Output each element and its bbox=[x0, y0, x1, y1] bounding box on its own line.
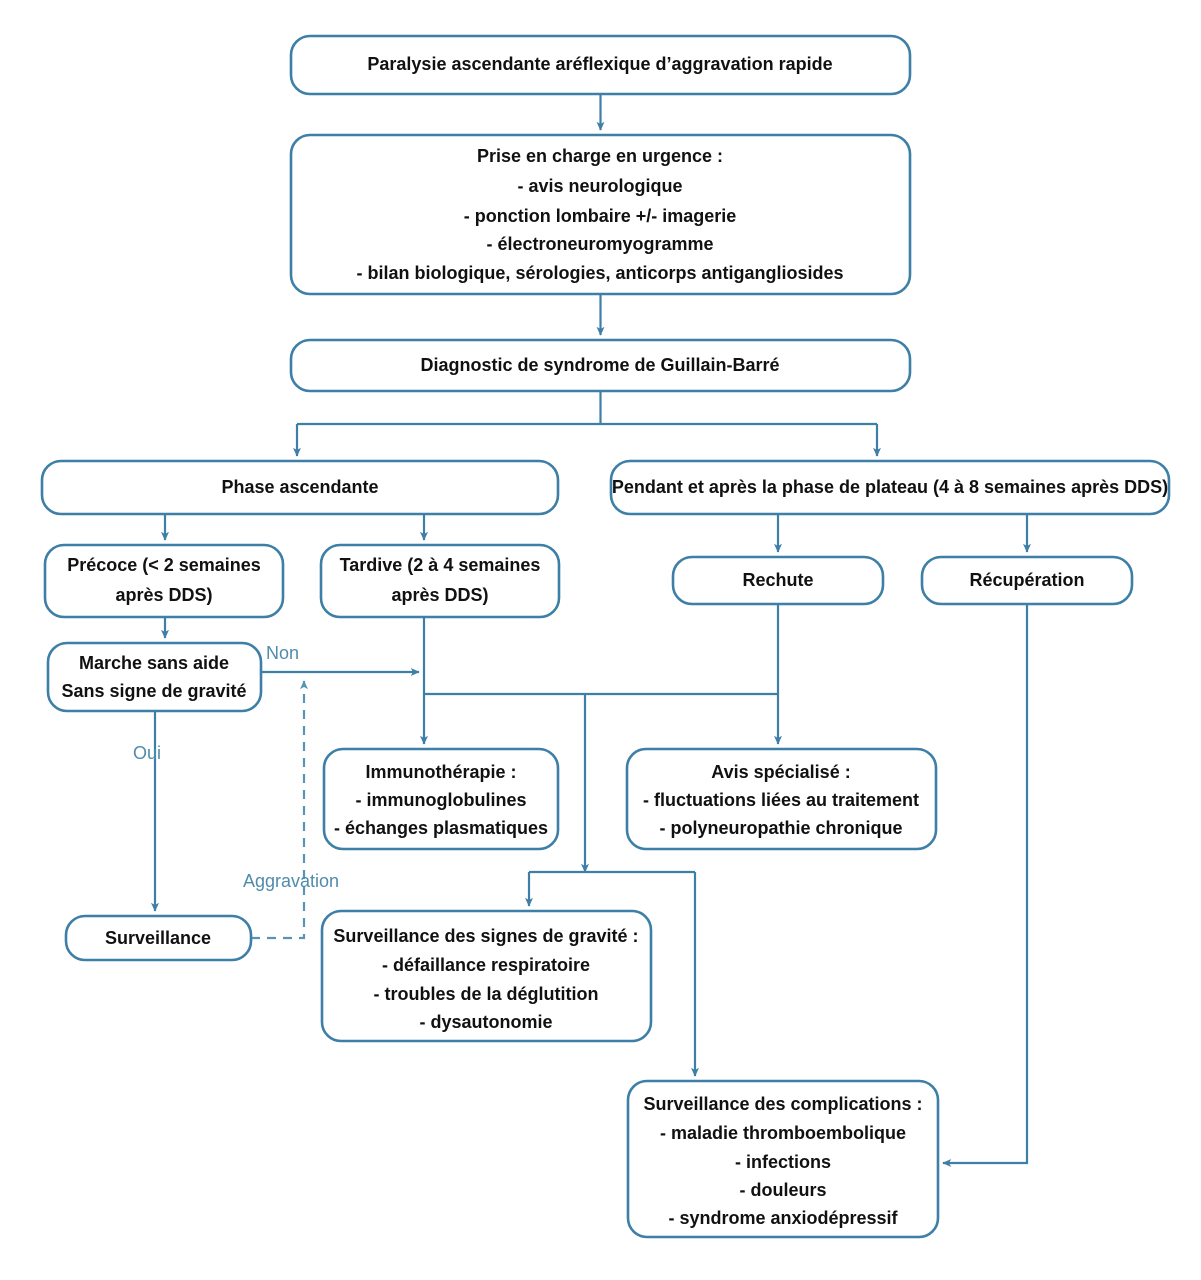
node-surveillance-gravite-box bbox=[320, 909, 653, 1043]
node-prise-en-charge-label: - bilan biologique, sérologies, anticorp… bbox=[356, 263, 843, 283]
node-surveillance-box bbox=[64, 914, 253, 962]
node-prise-en-charge-label: - avis neurologique bbox=[517, 176, 682, 196]
node-precoce-label: après DDS) bbox=[115, 585, 212, 605]
node-recuperation-box bbox=[920, 555, 1134, 606]
node-immunotherapie-label: - immunoglobulines bbox=[356, 790, 527, 810]
node-surveillance-complications-label: - infections bbox=[735, 1152, 831, 1172]
node-avis-specialise-label: Avis spécialisé : bbox=[711, 762, 850, 782]
edge-label-oui: Oui bbox=[133, 743, 161, 763]
node-surveillance-complications-label: - maladie thromboembolique bbox=[660, 1123, 906, 1143]
node-prise-en-charge-label: - ponction lombaire +/- imagerie bbox=[464, 206, 737, 226]
node-prise-en-charge-label: Prise en charge en urgence : bbox=[477, 146, 723, 166]
node-precoce-label: Précoce (< 2 semaines bbox=[67, 555, 261, 575]
node-phase-plateau-label: Pendant et après la phase de plateau (4 … bbox=[612, 477, 1168, 497]
node-surveillance-gravite-label: Surveillance des signes de gravité : bbox=[333, 926, 638, 946]
node-surveillance-label: Surveillance bbox=[105, 928, 211, 948]
node-surveillance-complications-label: - syndrome anxiodépressif bbox=[668, 1208, 898, 1228]
edge-surveillance-aggravation-to-marche bbox=[251, 680, 308, 940]
edge-labels-layer: Non Oui Aggravation bbox=[133, 643, 339, 891]
node-prise-en-charge-box bbox=[289, 133, 912, 296]
node-marche-label: Marche sans aide bbox=[79, 653, 229, 673]
node-avis-specialise-box bbox=[625, 747, 938, 851]
node-immunotherapie-label: - échanges plasmatiques bbox=[334, 818, 548, 838]
node-immunotherapie-label: Immunothérapie : bbox=[365, 762, 516, 782]
edge-recuperation-to-complications bbox=[942, 604, 1029, 1167]
node-avis-specialise-label: - fluctuations liées au traitement bbox=[643, 790, 919, 810]
node-precoce-box bbox=[43, 543, 285, 619]
node-marche-box bbox=[46, 641, 263, 713]
node-marche-label: Sans signe de gravité bbox=[61, 681, 246, 701]
node-surveillance-complications-label: Surveillance des complications : bbox=[643, 1094, 922, 1114]
edge-label-aggravation: Aggravation bbox=[243, 871, 339, 891]
node-paralysie-box bbox=[289, 34, 912, 96]
node-tardive-box bbox=[319, 543, 561, 619]
node-diagnostic-box bbox=[289, 338, 912, 393]
connectors-layer bbox=[151, 94, 1031, 1167]
node-phase-ascendante-label: Phase ascendante bbox=[221, 477, 378, 497]
node-rechute-label: Rechute bbox=[742, 570, 813, 590]
node-tardive-label: après DDS) bbox=[391, 585, 488, 605]
node-phase-ascendante-box bbox=[40, 459, 560, 516]
node-surveillance-complications-box bbox=[626, 1079, 940, 1239]
node-tardive-label: Tardive (2 à 4 semaines bbox=[340, 555, 541, 575]
node-phase-plateau-box bbox=[609, 459, 1171, 516]
node-immunotherapie-box bbox=[322, 747, 560, 851]
labels-layer: Paralysie ascendante aréflexique d’aggra… bbox=[61, 54, 1168, 1228]
node-diagnostic-label: Diagnostic de syndrome de Guillain-Barré bbox=[420, 355, 779, 375]
node-surveillance-gravite-label: - dysautonomie bbox=[419, 1012, 552, 1032]
node-surveillance-complications-label: - douleurs bbox=[739, 1180, 826, 1200]
nodes-layer bbox=[40, 34, 1171, 1239]
node-avis-specialise-label: - polyneuropathie chronique bbox=[659, 818, 902, 838]
node-rechute-box bbox=[671, 555, 885, 606]
node-paralysie-label: Paralysie ascendante aréflexique d’aggra… bbox=[367, 54, 832, 74]
node-surveillance-gravite-label: - défaillance respiratoire bbox=[382, 955, 590, 975]
edge-label-non: Non bbox=[266, 643, 299, 663]
node-prise-en-charge-label: - électroneuromyogramme bbox=[486, 234, 713, 254]
node-surveillance-gravite-label: - troubles de la déglutition bbox=[374, 984, 599, 1004]
node-recuperation-label: Récupération bbox=[969, 570, 1084, 590]
